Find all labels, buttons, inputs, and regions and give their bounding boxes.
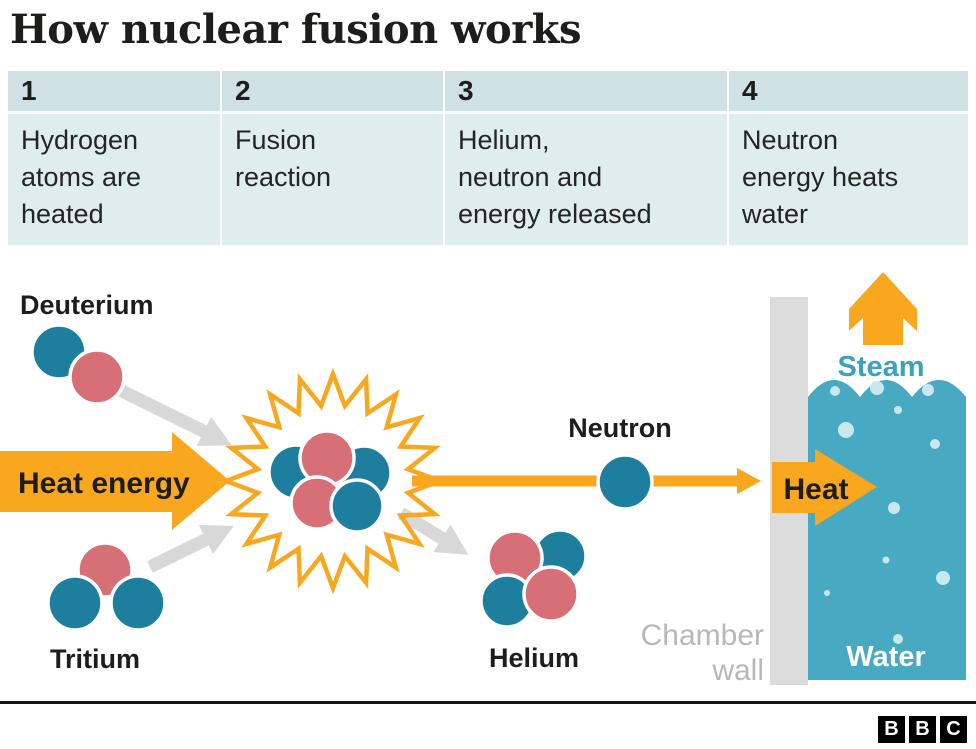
- helium-proton-particle: [522, 565, 580, 623]
- step-number: 3: [445, 71, 727, 114]
- steam-label: Steam: [837, 351, 924, 383]
- heat-energy-label: Heat energy: [18, 467, 190, 500]
- page-title: How nuclear fusion works: [10, 6, 582, 53]
- step-column-2: 2 Fusion reaction: [220, 71, 443, 245]
- step-number: 2: [222, 71, 443, 114]
- water-bubbles: [824, 381, 950, 644]
- bbc-logo-block: B: [909, 716, 936, 743]
- steam-arrow: [849, 272, 917, 345]
- bbc-logo: B B C: [878, 716, 967, 743]
- bbc-logo-block: B: [878, 716, 905, 743]
- step-text: Hydrogen atoms are heated: [8, 114, 220, 245]
- step-column-3: 3 Helium, neutron and energy released: [443, 71, 727, 245]
- bbc-logo-block: C: [940, 716, 967, 743]
- core-neutron-particle: [329, 478, 385, 534]
- helium-label: Helium: [489, 643, 579, 673]
- neutron-label: Neutron: [568, 413, 672, 443]
- step-column-1: 1 Hydrogen atoms are heated: [8, 71, 220, 245]
- neutron-particle: [596, 453, 654, 511]
- fusion-starburst: [219, 367, 447, 595]
- steps-table: 1 Hydrogen atoms are heated 2 Fusion rea…: [8, 71, 968, 245]
- step-number: 1: [8, 71, 220, 114]
- chamber-wall-label-line1: Chamber: [641, 619, 764, 652]
- tritium-label: Tritium: [50, 644, 140, 674]
- step-text: Neutron energy heats water: [729, 114, 968, 245]
- deuterium-proton-particle: [68, 348, 126, 406]
- heat-label: Heat: [783, 473, 848, 506]
- step-number: 4: [729, 71, 968, 114]
- step-text: Fusion reaction: [222, 114, 443, 245]
- chamber-wall-label-line2: wall: [711, 654, 764, 687]
- footer-divider: [0, 701, 976, 704]
- tritium-neutron-particle: [46, 574, 104, 632]
- water-tank: [808, 380, 966, 680]
- deuterium-label: Deuterium: [20, 290, 154, 320]
- water-label: Water: [846, 641, 926, 673]
- step-column-4: 4 Neutron energy heats water: [727, 71, 968, 245]
- tritium-neutron-particle: [109, 574, 167, 632]
- tritium-to-core-arrow: [147, 524, 234, 573]
- heat-arrow: [772, 449, 877, 526]
- deuterium-to-core-arrow: [115, 383, 232, 446]
- step-text: Helium, neutron and energy released: [445, 114, 727, 245]
- heat-energy-arrow: [0, 432, 230, 530]
